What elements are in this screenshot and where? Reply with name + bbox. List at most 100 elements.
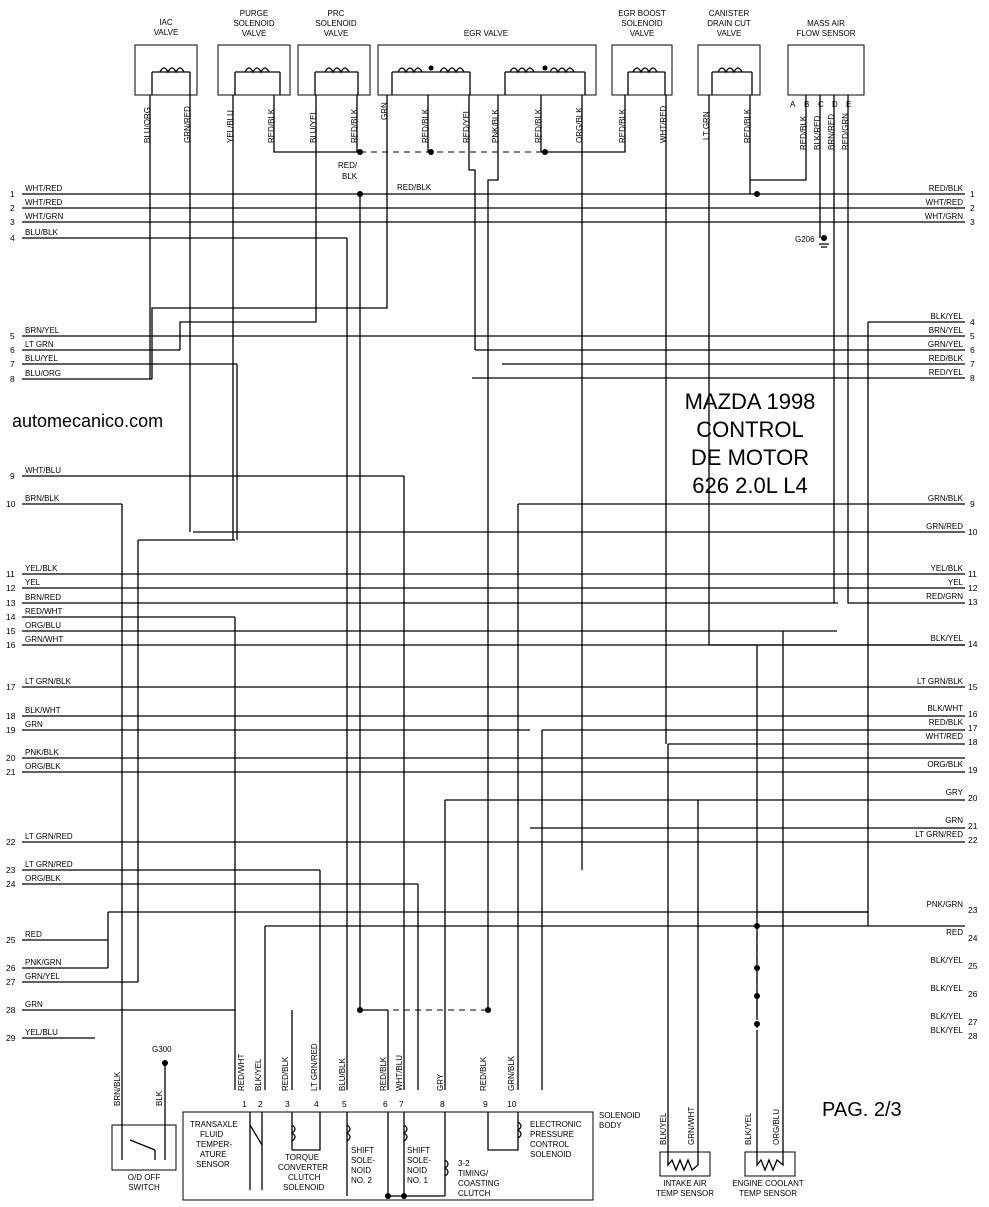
sb-wire-label: RED/WHT bbox=[237, 1054, 246, 1091]
left-pin-num: 26 bbox=[6, 963, 16, 973]
right-pin-num: 25 bbox=[968, 961, 978, 971]
left-pin-num: 9 bbox=[10, 471, 15, 481]
left-pin-label: PNK/GRN bbox=[25, 958, 62, 967]
od-switch-box bbox=[111, 1124, 177, 1171]
left-pin-num: 2 bbox=[10, 203, 15, 213]
top-wire-label: BLU/YEL bbox=[309, 110, 318, 143]
maf-pin-a: A bbox=[790, 100, 796, 109]
od-switch-label-1: O/D OFF bbox=[128, 1173, 161, 1182]
right-pin-label: BLK/WHT bbox=[927, 704, 963, 713]
left-pin-label: ORG/BLK bbox=[25, 762, 61, 771]
right-pin-label: WHT/RED bbox=[926, 732, 964, 741]
canister-label-3: VALVE bbox=[717, 29, 742, 38]
canister-label-1: CANISTER bbox=[709, 9, 750, 18]
top-wire-label: BLU/ORG bbox=[143, 107, 152, 143]
left-pin-label: WHT/RED bbox=[25, 184, 63, 193]
right-pin-num: 6 bbox=[970, 345, 975, 355]
top-wire-label: RED/BLK bbox=[743, 108, 752, 143]
right-pin-num: 24 bbox=[968, 933, 978, 943]
coil-icons bbox=[151, 65, 753, 95]
solenoid-body-title-2: BODY bbox=[599, 1121, 622, 1130]
right-pin-label: BLK/YEL bbox=[931, 634, 964, 643]
left-pin-num: 18 bbox=[6, 711, 16, 721]
shift1-label-3: NOID bbox=[407, 1166, 427, 1175]
sb-pin-num: 5 bbox=[342, 1099, 347, 1109]
sb-pin-num: 1 bbox=[242, 1099, 247, 1109]
left-pin-num: 23 bbox=[6, 865, 16, 875]
sb-wire-label: RED/BLK bbox=[281, 1056, 290, 1091]
left-pin-label: BLK/WHT bbox=[25, 706, 61, 715]
splice-label-1: RED/ bbox=[338, 161, 358, 170]
right-pin-label: RED/BLK bbox=[929, 184, 964, 193]
timing-label-2: TIMING/ bbox=[458, 1169, 489, 1178]
shift2-label-4: NO. 2 bbox=[351, 1176, 372, 1185]
left-pin-num: 6 bbox=[10, 345, 15, 355]
title-line-2: CONTROL bbox=[696, 417, 804, 442]
sb-pin-num: 8 bbox=[440, 1099, 445, 1109]
right-pin-label: GRN/YEL bbox=[928, 340, 964, 349]
left-pin-label: YEL/BLK bbox=[25, 564, 58, 573]
top-wire-label: PNK/BLK bbox=[491, 109, 500, 143]
right-pin-num: 20 bbox=[968, 793, 978, 803]
ect-wire-label: ORG/BLU bbox=[772, 1109, 781, 1145]
left-pin-num: 29 bbox=[6, 1033, 16, 1043]
title-line-3: DE MOTOR bbox=[691, 445, 809, 470]
left-pin-num: 17 bbox=[6, 682, 16, 692]
right-pin-label: GRY bbox=[946, 788, 964, 797]
purge-label-2: SOLENOID bbox=[233, 19, 275, 28]
epc-label-2: PRESSURE bbox=[530, 1130, 574, 1139]
tcc-label-1: TORQUE bbox=[285, 1153, 319, 1162]
right-pin-label: RED/BLK bbox=[929, 718, 964, 727]
right-pin-num: 2 bbox=[970, 203, 975, 213]
right-pin-label: GRN bbox=[945, 816, 963, 825]
engine-coolant-temp-sensor: BLK/YEL ORG/BLU ENGINE COOLANT TEMP SENS… bbox=[732, 631, 804, 1198]
ground-g206-icon bbox=[819, 235, 829, 248]
page-label: PAG. 2/3 bbox=[822, 1099, 902, 1121]
left-pin-label: WHT/RED bbox=[25, 198, 63, 207]
top-wire-label: RED/BLK bbox=[618, 108, 627, 143]
right-pin-num: 23 bbox=[968, 905, 978, 915]
tft-label-4: ATURE bbox=[200, 1150, 227, 1159]
left-pin-num: 28 bbox=[6, 1005, 16, 1015]
right-pin-label: BRN/YEL bbox=[929, 326, 964, 335]
left-pin-num: 16 bbox=[6, 640, 16, 650]
od-wire-label: BLK bbox=[155, 1090, 164, 1106]
egr-boost-label-3: VALVE bbox=[630, 29, 655, 38]
iac-valve-box bbox=[134, 44, 198, 96]
iat-label-1: INTAKE AIR bbox=[663, 1179, 707, 1188]
maf-sensor-box bbox=[787, 44, 865, 96]
shift2-label-3: NOID bbox=[351, 1166, 371, 1175]
left-pin-num: 5 bbox=[10, 331, 15, 341]
canister-valve-box bbox=[697, 44, 761, 96]
egr-boost-label-1: EGR BOOST bbox=[618, 9, 666, 18]
sb-pin-num: 10 bbox=[507, 1099, 517, 1109]
right-pin-num: 21 bbox=[968, 821, 978, 831]
timing-label-4: CLUTCH bbox=[458, 1189, 491, 1198]
left-pin-label: LT GRN/RED bbox=[25, 860, 73, 869]
right-pin-num: 13 bbox=[968, 597, 978, 607]
left-pin-num: 24 bbox=[6, 879, 16, 889]
tft-label-2: FLUID bbox=[200, 1130, 223, 1139]
left-pin-label: LT GRN bbox=[25, 340, 54, 349]
timing-label-3: COASTING bbox=[458, 1179, 500, 1188]
right-pin-num: 19 bbox=[968, 765, 978, 775]
top-wire-label: WHT/RED bbox=[659, 105, 668, 143]
right-pin-num: 12 bbox=[968, 583, 978, 593]
prc-label-1: PRC bbox=[328, 9, 345, 18]
left-pin-label: ORG/BLK bbox=[25, 874, 61, 883]
right-pin-label: LT GRN/BLK bbox=[917, 677, 964, 686]
right-pin-label: BLK/YEL bbox=[931, 956, 964, 965]
splice-label-red-blk: RED/BLK bbox=[397, 183, 432, 192]
sb-wire-label: BLK/YEL bbox=[254, 1058, 263, 1091]
top-wire-label: YEL/BLU bbox=[226, 110, 235, 143]
right-pin-label: RED/YEL bbox=[929, 368, 964, 377]
left-pin-label: BLU/ORG bbox=[25, 369, 61, 378]
right-pin-label: LT GRN/RED bbox=[915, 830, 963, 839]
left-pin-num: 22 bbox=[6, 837, 16, 847]
sb-pin-num: 7 bbox=[399, 1099, 404, 1109]
egr-valve-box bbox=[377, 44, 597, 96]
left-pin-num: 15 bbox=[6, 626, 16, 636]
tcc-label-3: CLUTCH bbox=[288, 1173, 321, 1182]
right-pin-num: 17 bbox=[968, 723, 978, 733]
